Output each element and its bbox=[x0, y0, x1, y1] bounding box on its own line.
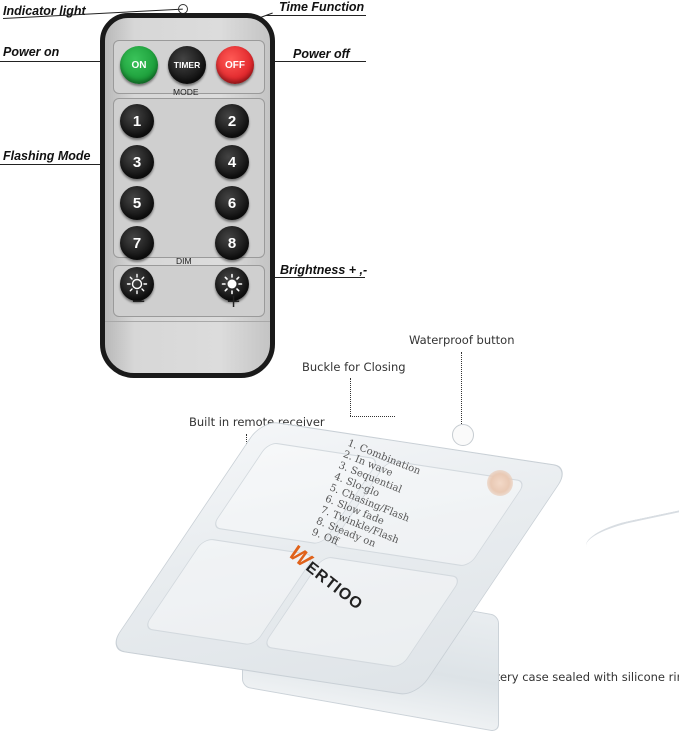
sun-bright-icon bbox=[221, 273, 243, 295]
off-button[interactable]: OFF bbox=[216, 46, 254, 84]
mode-button-6-label: 6 bbox=[227, 194, 237, 212]
mode-button-5-label: 5 bbox=[132, 194, 142, 212]
mode-button-2[interactable]: 2 bbox=[215, 104, 249, 138]
mode-button-3[interactable]: 3 bbox=[120, 145, 154, 179]
on-button-label: ON bbox=[131, 59, 147, 71]
minus-sign: − bbox=[131, 291, 147, 312]
flashing-mode-label: Flashing Mode bbox=[3, 149, 91, 163]
sun-dim-icon bbox=[126, 273, 148, 295]
buckle-leader-h bbox=[350, 416, 395, 417]
on-button[interactable]: ON bbox=[120, 46, 158, 84]
mode-button-1-label: 1 bbox=[132, 112, 142, 130]
brightness-line bbox=[247, 277, 365, 278]
power-off-label: Power off bbox=[293, 47, 350, 61]
timer-button[interactable]: TIMER bbox=[168, 46, 206, 84]
plus-sign: + bbox=[226, 291, 242, 312]
brightness-label: Brightness + ,- bbox=[280, 263, 368, 277]
dim-label: DIM bbox=[176, 256, 192, 266]
waterproof-button[interactable] bbox=[452, 424, 474, 446]
mode-button-7-label: 7 bbox=[132, 234, 142, 252]
buckle-leader-v bbox=[350, 378, 351, 416]
time-function-underline bbox=[266, 15, 366, 16]
indicator-light-label: Indicator light bbox=[3, 4, 86, 18]
off-button-label: OFF bbox=[225, 59, 245, 71]
mode-button-5[interactable]: 5 bbox=[120, 186, 154, 220]
mode-button-7[interactable]: 7 bbox=[120, 226, 154, 260]
power-on-line bbox=[0, 61, 122, 62]
timer-button-label: TIMER bbox=[173, 60, 201, 70]
mode-button-2-label: 2 bbox=[227, 112, 237, 130]
mode-button-8-label: 8 bbox=[227, 234, 237, 252]
dim-up-button[interactable] bbox=[215, 267, 249, 301]
waterproof-button-leader bbox=[461, 352, 462, 430]
power-on-label: Power on bbox=[3, 45, 60, 59]
remote-control: ON TIMER OFF MODE 1 2 3 4 5 6 7 8 DIM bbox=[100, 13, 275, 378]
buckle-note: Buckle for Closing bbox=[302, 360, 406, 374]
waterproof-button-note: Waterproof button bbox=[409, 333, 515, 347]
time-function-label: Time Function bbox=[279, 0, 365, 14]
mode-button-4-label: 4 bbox=[227, 153, 237, 171]
sealed-note: Battery case sealed with silicone ring bbox=[476, 670, 679, 684]
flashing-mode-line bbox=[0, 164, 112, 165]
power-off-line bbox=[248, 61, 366, 62]
battery-door-seam bbox=[105, 321, 270, 322]
mode-button-6[interactable]: 6 bbox=[215, 186, 249, 220]
mode-button-1[interactable]: 1 bbox=[120, 104, 154, 138]
receiver-indicator bbox=[487, 470, 513, 496]
mode-label: MODE bbox=[173, 87, 199, 97]
mode-button-8[interactable]: 8 bbox=[215, 226, 249, 260]
mode-button-4[interactable]: 4 bbox=[215, 145, 249, 179]
power-wire bbox=[582, 509, 679, 563]
mode-button-3-label: 3 bbox=[132, 153, 142, 171]
dim-down-button[interactable] bbox=[120, 267, 154, 301]
